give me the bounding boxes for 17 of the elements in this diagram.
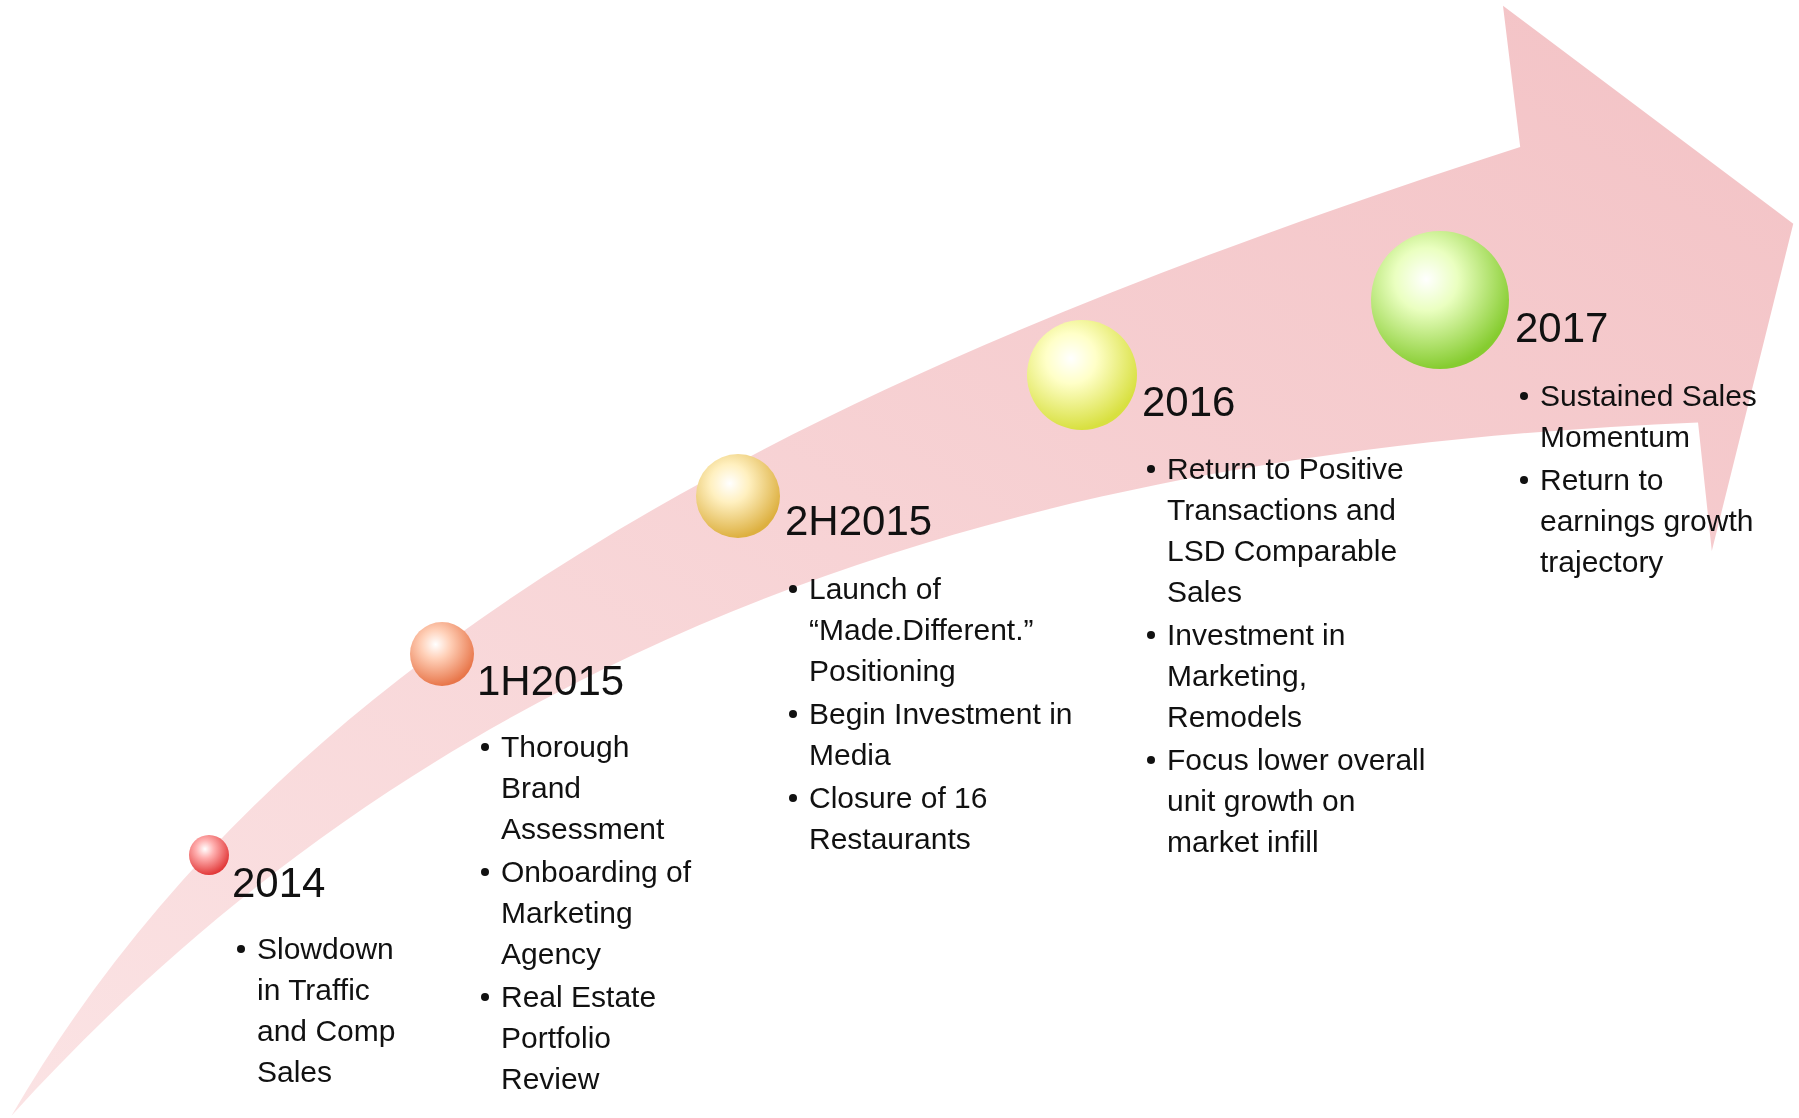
year-label: 2014 bbox=[232, 862, 326, 904]
year-label: 2017 bbox=[1515, 307, 1609, 349]
bullet-item: Return to earnings growth trajectory bbox=[1518, 459, 1778, 582]
year-label: 1H2015 bbox=[477, 660, 625, 702]
year-label: 2016 bbox=[1142, 381, 1236, 423]
bullet-item: Investment in Marketing, Remodels bbox=[1145, 614, 1435, 737]
bullet-item: Closure of 16 Restaurants bbox=[787, 777, 1077, 859]
bullet-item: Begin Investment in Media bbox=[787, 693, 1077, 775]
bullet-item: Slowdown in Traffic and Comp Sales bbox=[235, 928, 410, 1092]
bullet-item: Return to Positive Transactions and LSD Comparable Sales bbox=[1145, 448, 1435, 612]
bullet-item: Onboarding of Marketing Agency bbox=[479, 851, 694, 974]
bullet-item: Sustained Sales Momentum bbox=[1518, 375, 1778, 457]
bullet-item: Focus lower overall unit growth on market infill bbox=[1145, 739, 1435, 862]
year-label: 2H2015 bbox=[785, 500, 933, 542]
bullet-item: Launch of “Made.Different.” Positioning bbox=[787, 568, 1077, 691]
bullet-item: Real Estate Portfolio Review bbox=[479, 976, 694, 1099]
bullet-item: Thorough Brand Assessment bbox=[479, 726, 694, 849]
